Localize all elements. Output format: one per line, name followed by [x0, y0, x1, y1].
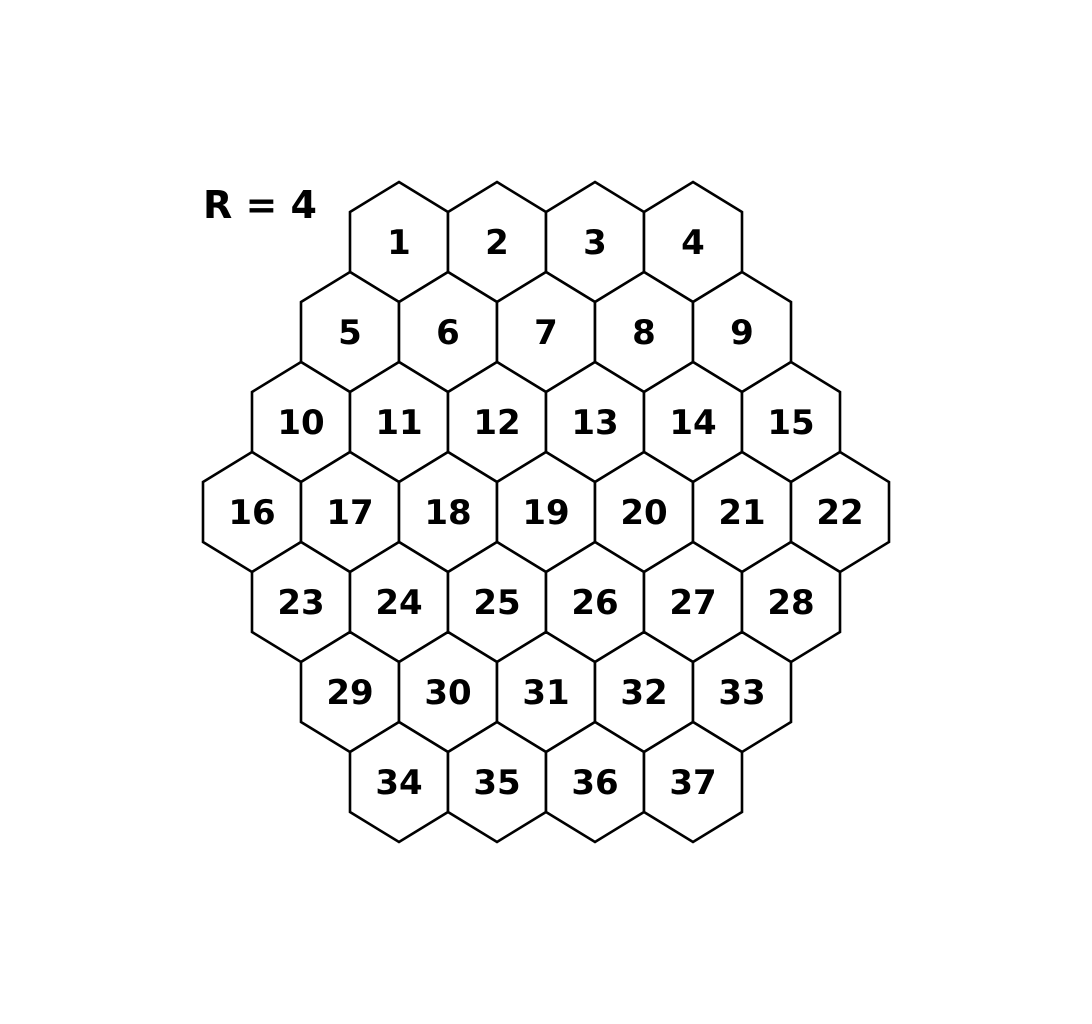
- hex-label: 7: [534, 313, 558, 353]
- hex-cell-17: 17: [299, 450, 401, 574]
- hex-cell-25: 25: [446, 540, 548, 664]
- hex-label: 29: [326, 673, 373, 713]
- hex-label: 11: [375, 403, 422, 443]
- hex-label: 20: [620, 493, 667, 533]
- hex-label: 16: [228, 493, 275, 533]
- hex-label: 36: [571, 763, 618, 803]
- hex-label: 19: [522, 493, 569, 533]
- hex-label: 28: [767, 583, 814, 623]
- hex-label: 13: [571, 403, 618, 443]
- hex-cell-18: 18: [397, 450, 499, 574]
- hex-label: 14: [669, 403, 716, 443]
- radius-label: R = 4: [203, 183, 317, 227]
- hex-label: 5: [338, 313, 362, 353]
- hex-label: 35: [473, 763, 520, 803]
- hex-cell-35: 35: [446, 720, 548, 844]
- hex-cell-34: 34: [348, 720, 450, 844]
- hex-label: 34: [375, 763, 422, 803]
- hex-label: 21: [718, 493, 765, 533]
- hex-label: 27: [669, 583, 716, 623]
- hex-label: 8: [632, 313, 656, 353]
- hex-cell-13: 13: [544, 360, 646, 484]
- hex-label: 12: [473, 403, 520, 443]
- hex-label: 31: [522, 673, 569, 713]
- hex-cell-24: 24: [348, 540, 450, 664]
- hex-label: 26: [571, 583, 618, 623]
- hex-shape: [642, 720, 744, 844]
- hex-label: 3: [583, 223, 607, 263]
- hex-cell-33: 33: [691, 630, 793, 754]
- hex-cell-37: 37: [642, 720, 744, 844]
- hex-cell-27: 27: [642, 540, 744, 664]
- hex-cell-7: 7: [495, 270, 597, 394]
- hex-cell-6: 6: [397, 270, 499, 394]
- hex-label: 32: [620, 673, 667, 713]
- hex-cell-16: 16: [201, 450, 303, 574]
- hex-cell-9: 9: [691, 270, 793, 394]
- hex-label: 25: [473, 583, 520, 623]
- hex-label: 33: [718, 673, 765, 713]
- hex-cell-36: 36: [544, 720, 646, 844]
- hex-label: 10: [277, 403, 324, 443]
- hex-cell-4: 4: [642, 180, 744, 304]
- hex-label: 15: [767, 403, 814, 443]
- hex-label: 6: [436, 313, 460, 353]
- hex-cell-5: 5: [299, 270, 401, 394]
- hex-label: 24: [375, 583, 422, 623]
- hex-cell-3: 3: [544, 180, 646, 304]
- hex-cell-31: 31: [495, 630, 597, 754]
- hex-label: 23: [277, 583, 324, 623]
- hex-cell-15: 15: [740, 360, 842, 484]
- hex-label: 2: [485, 223, 509, 263]
- hex-label: 22: [816, 493, 863, 533]
- hex-cell-22: 22: [789, 450, 891, 574]
- hex-label: 17: [326, 493, 373, 533]
- hex-label: 18: [424, 493, 471, 533]
- hex-label: 30: [424, 673, 471, 713]
- hex-label: 1: [387, 223, 411, 263]
- hex-label: 4: [681, 223, 705, 263]
- hex-label: 37: [669, 763, 716, 803]
- hex-label: 9: [730, 313, 754, 353]
